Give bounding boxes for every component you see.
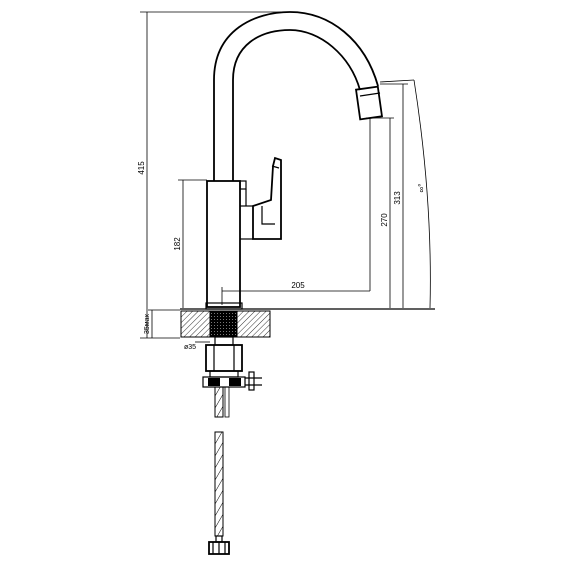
label-max-thickness: 35мах: [144, 314, 151, 334]
countertop-section: [180, 302, 435, 338]
lever-handle: [252, 156, 282, 240]
mounting-nut-assembly: [202, 336, 246, 388]
label-rotation-angle: ∞°: [417, 184, 426, 193]
mounting-stud: [245, 371, 262, 391]
hose-end-fitting: [208, 535, 230, 555]
spout-gooseneck: [213, 11, 383, 181]
label-total-height: 415: [137, 161, 146, 175]
label-outlet-height: 270: [380, 213, 389, 227]
label-body-height: 182: [173, 237, 182, 251]
dimension-spout-height: 313: [380, 83, 408, 308]
dimension-outlet-height: 270: [366, 117, 394, 308]
dimension-total-height: 415: [137, 11, 295, 339]
supply-hose-upper: [214, 386, 230, 418]
dimension-max-thickness: 35мах: [144, 309, 180, 338]
supply-hose-lower: [214, 431, 224, 537]
label-hole-diameter: ø35: [184, 344, 196, 351]
dimension-hole-diameter: ø35: [184, 341, 210, 351]
label-spout-height: 313: [393, 191, 402, 205]
dimension-body-height: 182: [173, 179, 207, 308]
faucet-body: [206, 180, 253, 308]
label-spout-reach: 205: [291, 281, 305, 290]
dimension-rotation-angle: ∞°: [379, 79, 431, 309]
dimension-spout-reach: 205: [221, 281, 370, 305]
